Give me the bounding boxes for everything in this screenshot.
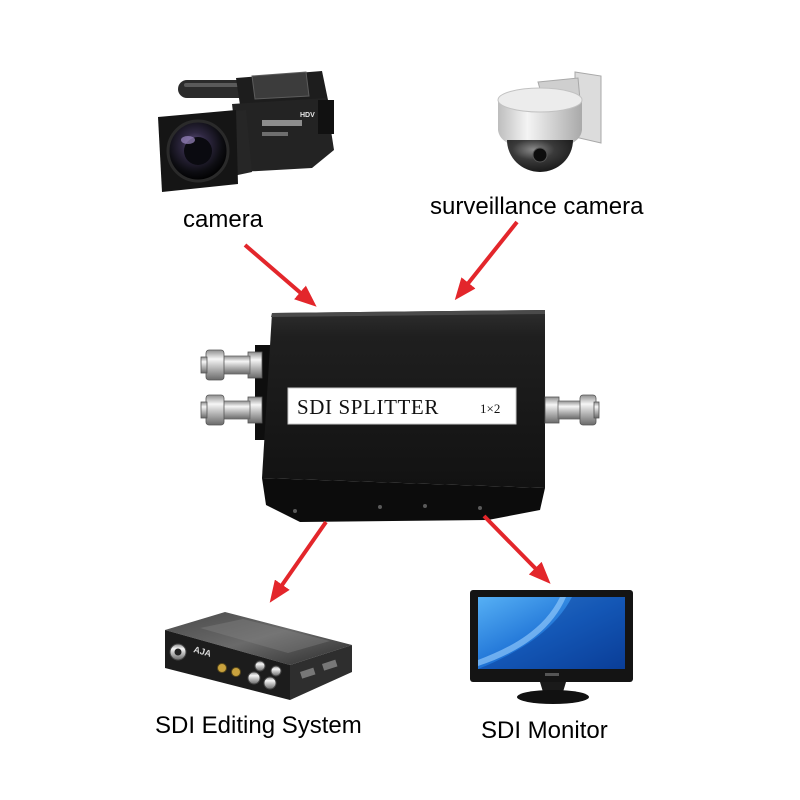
dome-top	[497, 87, 583, 113]
splitter-label-plate	[287, 387, 517, 425]
monitor-screen-highlight	[478, 597, 566, 666]
splitter-screw-hole	[423, 504, 427, 508]
bnc-tip	[200, 401, 208, 419]
bnc-bayonet-ring	[205, 394, 225, 426]
arrow-icon-surveillance-to-splitter	[454, 220, 519, 301]
gold-connector	[231, 667, 241, 677]
bnc-barrel	[221, 355, 251, 375]
monitor-base	[517, 690, 589, 704]
splitter-ratio: 1×2	[480, 401, 500, 416]
splitter-screw-hole	[478, 506, 482, 510]
arrow-icon-splitter-to-editing	[269, 520, 328, 603]
camera-microphone-highlight	[184, 83, 244, 87]
bnc-port	[263, 676, 277, 690]
camera-logo-text: HDV	[300, 112, 315, 119]
monitor-screen-swoosh	[478, 597, 625, 669]
camera-trim	[262, 120, 302, 126]
side-port	[300, 667, 316, 679]
bnc-connector-left-lower	[200, 394, 263, 426]
arrow-icon-splitter-to-monitor	[482, 514, 551, 584]
editing-device-front	[165, 630, 290, 700]
bnc-connector-left-upper	[200, 349, 263, 381]
camera-viewfinder	[318, 100, 334, 134]
camera-trim-2	[262, 132, 288, 136]
surveillance-camera-label: surveillance camera	[430, 193, 644, 220]
splitter-screw-hole	[378, 505, 382, 509]
bnc-port	[247, 671, 261, 685]
bnc-barrel	[557, 400, 583, 420]
monitor-logo	[545, 673, 559, 676]
splitter-screw-hole	[293, 509, 297, 513]
xlr-connector-center	[174, 648, 182, 656]
bnc-connector-right	[544, 394, 600, 426]
monitor-neck	[540, 682, 566, 692]
bnc-tip	[200, 356, 208, 374]
bnc-port	[270, 665, 282, 677]
editing-device-logo: AJA	[192, 644, 213, 659]
editing-system-icon: AJA	[165, 612, 352, 700]
side-port	[322, 659, 338, 671]
sdi-splitter-device: SDI SPLITTER 1×2	[200, 310, 600, 522]
editing-device-top-panel	[200, 619, 330, 653]
splitter-name: SDI SPLITTER	[297, 395, 439, 419]
bnc-nut	[544, 396, 560, 424]
monitor-icon	[470, 590, 633, 704]
dome-housing	[498, 100, 582, 150]
bnc-barrel	[221, 400, 251, 420]
bnc-bayonet-ring	[205, 349, 225, 381]
bnc-tip	[593, 401, 600, 419]
editing-device-top	[165, 612, 352, 665]
editing-device-side	[290, 645, 352, 700]
camera-label: camera	[183, 206, 264, 233]
video-camera-icon: HDV	[158, 71, 334, 192]
editing-system-label: SDI Editing System	[155, 712, 362, 739]
surveillance-camera-icon	[497, 71, 602, 172]
dome-camera-lens	[532, 147, 548, 163]
camera-lens-reflection	[181, 136, 195, 144]
camera-lens-inner	[184, 137, 212, 165]
arrow-icon-camera-to-splitter	[243, 243, 317, 307]
gold-connector	[217, 663, 227, 673]
splitter-top-edge	[271, 310, 545, 317]
bnc-port	[254, 660, 266, 672]
bnc-bayonet-ring	[579, 394, 597, 426]
camera-lcd-screen	[251, 71, 310, 100]
splitter-bottom-face	[262, 478, 545, 522]
monitor-label: SDI Monitor	[481, 717, 608, 744]
